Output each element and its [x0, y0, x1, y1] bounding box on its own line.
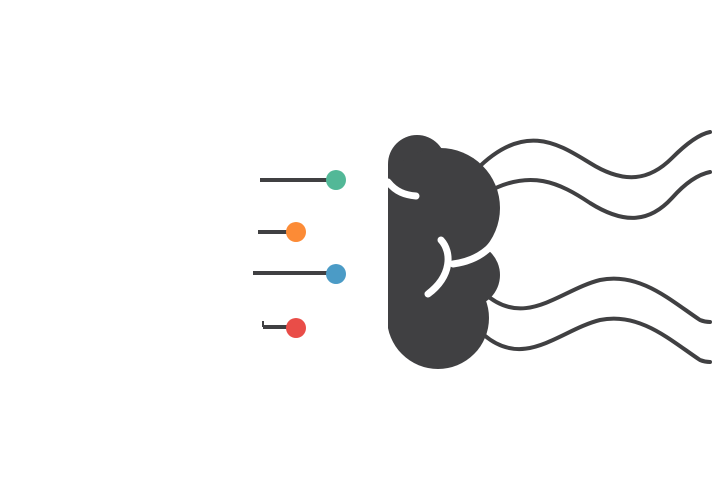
nodes: [286, 170, 346, 338]
wave-lines: [474, 130, 712, 364]
wave-line-4: [482, 316, 712, 364]
blue-node: [326, 264, 346, 284]
wave-line-1: [474, 130, 712, 180]
red-node: [286, 318, 306, 338]
connectors: [253, 178, 332, 329]
wave-line-2: [484, 170, 712, 220]
green-node: [326, 170, 346, 190]
brain-left-cut: [370, 150, 388, 390]
brain-icon: [370, 135, 500, 390]
wave-line-3: [482, 276, 712, 324]
orange-node: [286, 222, 306, 242]
brain-folds: [384, 178, 496, 298]
